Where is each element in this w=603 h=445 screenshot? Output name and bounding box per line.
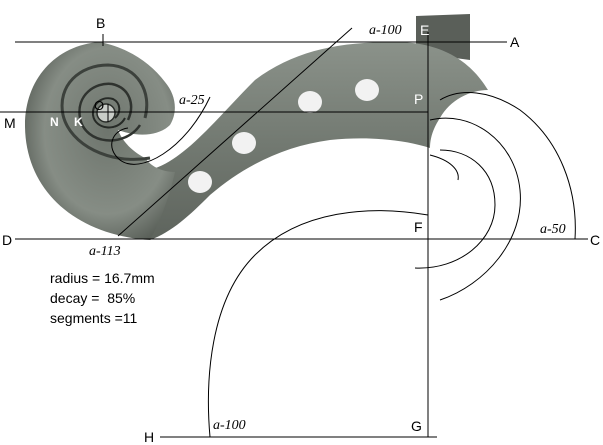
scroll-turn-mid bbox=[78, 82, 142, 142]
label-O: O bbox=[94, 98, 104, 113]
arc-a50 bbox=[439, 92, 576, 240]
label-B: B bbox=[96, 15, 105, 31]
label-E: E bbox=[420, 22, 429, 38]
peg-hole-1 bbox=[355, 79, 379, 101]
parameter-block: radius = 16.7mm decay = 85% segments =11 bbox=[50, 268, 155, 328]
label-A: A bbox=[510, 34, 520, 50]
arc-scroll-a25 bbox=[111, 96, 211, 165]
label-D: D bbox=[2, 232, 12, 248]
peg-hole-4 bbox=[188, 171, 212, 193]
label-P: P bbox=[414, 91, 423, 107]
line-a100-a113 bbox=[117, 27, 353, 237]
peg-hole-2 bbox=[298, 91, 322, 113]
arc-inner-3 bbox=[429, 154, 459, 181]
angle-a100-bottom: a-100 bbox=[213, 418, 246, 433]
label-H: H bbox=[144, 429, 154, 445]
angle-a50: a-50 bbox=[540, 222, 566, 237]
radius-text: radius = 16.7mm bbox=[50, 270, 155, 286]
segments-text: segments =11 bbox=[50, 310, 138, 326]
label-C: C bbox=[590, 232, 600, 248]
angle-a113: a-113 bbox=[89, 244, 121, 259]
label-K: K bbox=[74, 115, 83, 129]
peg-hole-3 bbox=[232, 132, 256, 154]
scroll-turn-inner bbox=[91, 97, 126, 129]
scroll-eye bbox=[96, 103, 116, 123]
arc-inner-2 bbox=[414, 149, 496, 269]
arc-a100-bottom bbox=[207, 210, 429, 438]
label-N: N bbox=[50, 115, 59, 129]
pegbox-body bbox=[150, 42, 488, 240]
construction-lines bbox=[0, 27, 588, 438]
label-G: G bbox=[411, 418, 422, 434]
angle-a25: a-25 bbox=[179, 93, 205, 108]
scroll-photo bbox=[25, 14, 488, 240]
angle-a100-top: a-100 bbox=[369, 23, 402, 38]
scroll-volute bbox=[25, 42, 175, 240]
decay-text: decay = 85% bbox=[50, 290, 136, 306]
label-M: M bbox=[4, 115, 16, 131]
scroll-turn-outer bbox=[60, 63, 151, 161]
arc-inner-1 bbox=[429, 117, 521, 301]
label-F: F bbox=[414, 219, 423, 235]
